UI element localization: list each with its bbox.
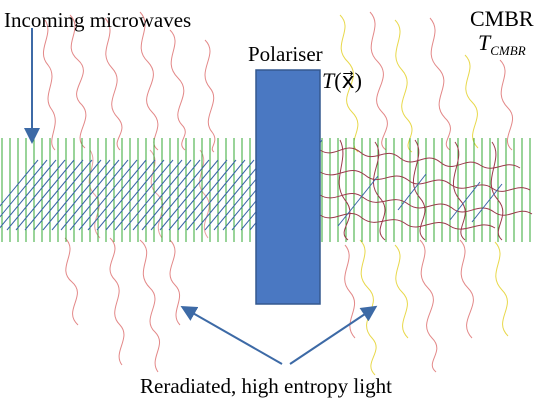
reradiated-waves-right xyxy=(339,11,514,376)
cmbr-label: CMBR xyxy=(470,6,534,31)
hatch-line xyxy=(69,159,129,231)
hatch-line xyxy=(186,159,246,231)
hatch-line xyxy=(204,159,264,231)
hatch-line xyxy=(168,159,228,231)
polariser-block xyxy=(255,69,321,305)
hatch-line xyxy=(159,159,219,231)
hatch-line xyxy=(0,159,48,218)
hatch-line xyxy=(42,159,102,231)
transmission-function-argument: (x⃗) xyxy=(334,68,362,93)
arrows xyxy=(24,28,378,365)
incoming-microwaves-label: Incoming microwaves xyxy=(4,8,192,32)
transmission-function-label: T(x⃗) xyxy=(322,70,362,92)
hatch-line xyxy=(60,159,120,231)
hatch-line xyxy=(132,159,192,231)
reradiated-arrow-right xyxy=(289,305,378,365)
hatch-line xyxy=(87,159,147,231)
hatch-line xyxy=(105,159,165,231)
hatch-line xyxy=(15,159,75,231)
hatch-line xyxy=(24,159,84,231)
hatch-line xyxy=(123,159,183,231)
cmbr-temperature-label: TCMBR xyxy=(478,30,526,58)
hatch-line xyxy=(177,159,237,231)
transmission-function-symbol: T xyxy=(322,68,335,93)
hatch-line xyxy=(150,159,210,231)
hatch-line xyxy=(33,159,93,231)
hatch-line xyxy=(96,159,156,231)
scattered-waves-right xyxy=(319,139,533,241)
reradiated-light-label: Reradiated, high entropy light xyxy=(140,374,392,398)
hatch-line xyxy=(114,159,174,231)
cmbr-temperature-subscript: CMBR xyxy=(490,43,526,58)
reradiated-arrow-left xyxy=(180,306,283,365)
hatch-line xyxy=(51,159,111,231)
hatch-line xyxy=(0,159,39,207)
hatch-line xyxy=(6,159,66,231)
hatch-line xyxy=(195,159,255,231)
cmbr-temperature-symbol: T xyxy=(478,30,491,55)
polariser-label: Polariser xyxy=(248,42,323,66)
hatch-line xyxy=(78,159,138,231)
reradiated-waves-left xyxy=(42,11,216,373)
hatch-line xyxy=(141,159,201,231)
hatch-line xyxy=(0,159,57,229)
